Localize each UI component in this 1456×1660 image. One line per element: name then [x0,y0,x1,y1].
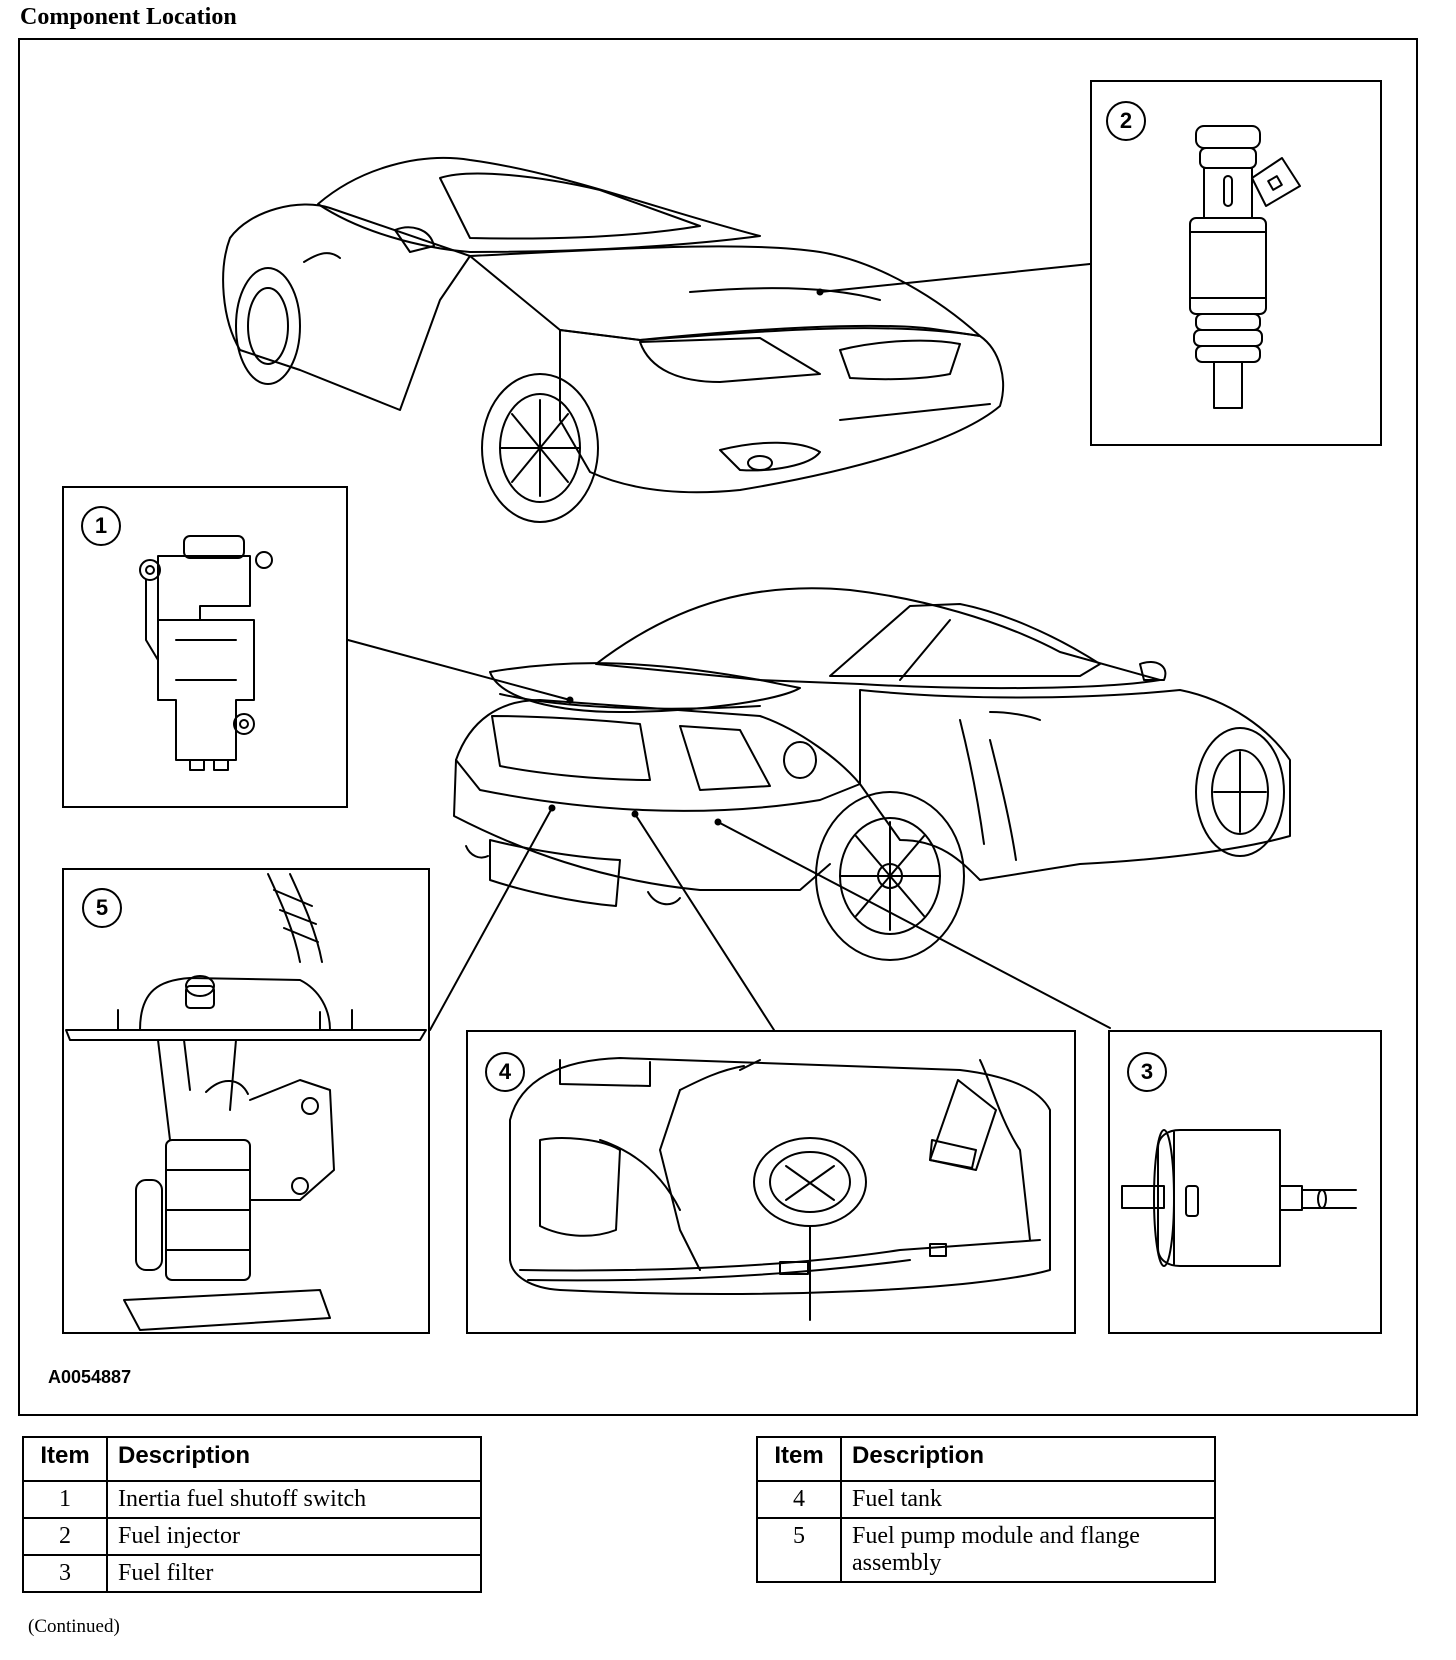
column-header-description: Description [840,1436,1216,1482]
column-header-description: Description [106,1436,482,1482]
item-description: Fuel pump module and flange assembly [840,1517,1216,1583]
item-description: Fuel filter [106,1554,482,1593]
fuel-tank-drawing [509,1057,1051,1321]
item-description: Fuel tank [840,1480,1216,1519]
item-number: 1 [22,1480,108,1519]
fuel-pump-module-drawing [65,873,427,1331]
legend-table-left: Item Description 1 Inertia fuel shutoff … [22,1436,482,1593]
legend-table-right: Item Description 4 Fuel tank 5 Fuel pump… [756,1436,1216,1583]
leader-lines [347,263,1111,1031]
table-row: 1 Inertia fuel shutoff switch [22,1480,482,1519]
figure-id: A0054887 [48,1367,132,1387]
table-header-row: Item Description [756,1436,1216,1482]
table-row: 5 Fuel pump module and flange assembly [756,1517,1216,1583]
item-number: 5 [756,1517,842,1583]
callout-3: 3 [1127,1052,1167,1092]
inertia-switch-drawing [139,535,273,771]
callout-5: 5 [82,888,122,928]
diagram-frame [18,38,1418,1416]
item-number: 4 [756,1480,842,1519]
fuel-filter-drawing [1121,1129,1357,1267]
continued-note: (Continued) [28,1616,120,1637]
table-row: 3 Fuel filter [22,1554,482,1593]
item-description: Inertia fuel shutoff switch [106,1480,482,1519]
item-description: Fuel injector [106,1517,482,1556]
item-number: 2 [22,1517,108,1556]
table-header-row: Item Description [22,1436,482,1482]
car-front-view [222,156,1004,523]
callout-4: 4 [485,1052,525,1092]
panel-fuel-injector [1090,80,1382,446]
table-row: 2 Fuel injector [22,1517,482,1556]
panel-fuel-pump-module [62,868,430,1334]
column-header-item: Item [756,1436,842,1482]
car-rear-view [453,587,1291,961]
callout-1: 1 [81,506,121,546]
table-row: 4 Fuel tank [756,1480,1216,1519]
item-number: 3 [22,1554,108,1593]
fuel-injector-drawing [1189,125,1301,409]
callout-2: 2 [1106,101,1146,141]
column-header-item: Item [22,1436,108,1482]
page-title: Component Location [20,4,237,30]
